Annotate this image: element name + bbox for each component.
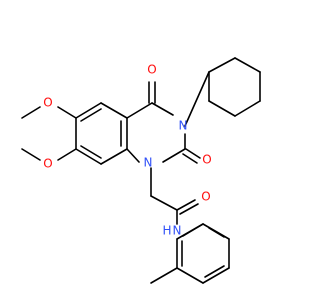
carbonyl-c2: [182, 148, 201, 164]
atom-n3: N: [179, 119, 188, 133]
atom-n1: N: [144, 156, 153, 170]
acetamide-chain: [150, 167, 199, 225]
molecule-canvas: O O O N N N H O O: [21, 57, 261, 284]
cyclohexyl-ring: [184, 57, 261, 127]
atom-o-ring: O: [202, 153, 211, 167]
molecule-structure: O O O N N N H O O: [21, 57, 261, 284]
atom-methoxy-upper-o: O: [43, 96, 52, 110]
atom-o-amide: O: [201, 190, 210, 204]
pyrimidine-ring: [126, 102, 186, 163]
atom-nh-hydrogen: H: [162, 224, 171, 238]
atom-o-top: O: [147, 63, 156, 77]
tolyl-ring: [176, 223, 230, 284]
tolyl-methyl: [150, 267, 178, 284]
atom-methoxy-lower-o: O: [43, 157, 52, 171]
atom-nh: N: [173, 224, 182, 238]
methoxy-upper: [21, 106, 77, 119]
benzo-ring: [75, 102, 128, 165]
methoxy-lower: [21, 148, 77, 161]
carbonyl-c4: [148, 81, 156, 104]
